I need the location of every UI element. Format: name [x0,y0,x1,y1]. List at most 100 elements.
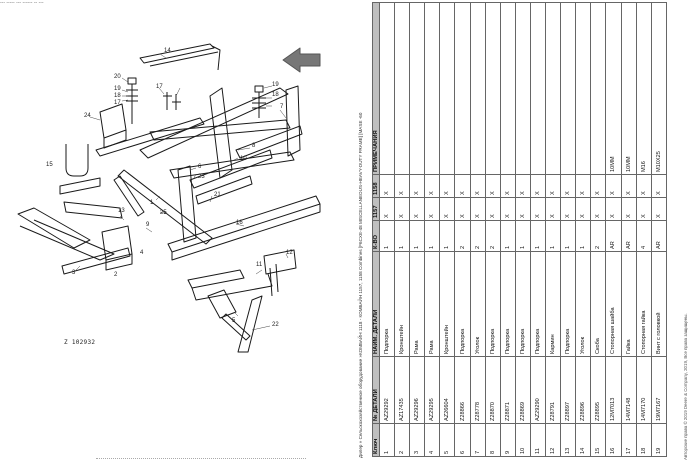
cell-notes [500,2,516,175]
cell-name: Подпорка [454,251,471,357]
cell-key: 16 [605,423,621,457]
cell-1157: X [454,197,471,221]
cell-part-no: 19M7167 [651,356,667,424]
cell-1158: X [530,174,546,198]
callout-4: 4 [140,250,144,256]
cell-notes [409,2,425,175]
cell-key: 1 [379,423,395,457]
page-bottom-edge [96,458,306,463]
callout-11: 11 [256,262,263,268]
cell-qty: 1 [409,220,425,252]
cell-part-no: AZ29295 [424,356,440,424]
cell-key: 19 [651,423,667,457]
exploded-frame-diagram: 14 20 19 18 17 17 19 18 24 15 7 8 10 6 2… [17,43,321,463]
parts-table-container: Ключ № ДЕТАЛИ НАИМ. ДЕТАЛИ К-ВО 1157 115… [372,2,667,457]
cell-key: 13 [560,423,576,457]
cell-part-no: Z28895 [590,356,606,424]
callout-16: 16 [236,220,243,226]
drawing-reference-code: Z 102932 [64,339,96,346]
cell-key: 17 [621,423,637,457]
cell-key: 10 [515,423,531,457]
cell-notes: 10MM [605,2,621,175]
cell-key: 18 [636,423,652,457]
cell-part-no: Z28869 [515,356,531,424]
cell-part-no: 12M7013 [605,356,621,424]
cell-qty: 1 [500,220,516,252]
cell-name: Кронштейн [394,251,410,357]
callout-12: 12 [286,250,293,256]
cell-qty: 1 [530,220,546,252]
cell-part-no: Z28870 [485,356,501,424]
header-name: НАИМ. ДЕТАЛИ [372,251,380,357]
parts-list-table: Ключ № ДЕТАЛИ НАИМ. ДЕТАЛИ К-ВО 1157 115… [372,2,667,457]
cell-1158: X [545,174,561,198]
cell-1157: X [621,197,637,221]
cell-key: 9 [500,423,516,457]
page-breadcrumb-header: Дилер » Сельскохозяйственное оборудовани… [358,112,363,458]
cell-name: Подпорка [530,251,546,357]
cell-part-no: Z28778 [470,356,486,424]
cell-key: 12 [545,423,561,457]
cell-part-no: Z28866 [454,356,471,424]
callout-2: 2 [114,272,118,278]
header-notes: ПРИМЕЧАНИЯ [372,2,380,175]
callout-23: 23 [198,174,205,180]
page-edge-scrap-text: --- ----- --- ------ -- --- [0,0,44,6]
cell-name: Рама [409,251,425,357]
callout-19: 19 [114,86,121,92]
cell-1158: X [394,174,410,198]
cell-qty: 1 [545,220,561,252]
cell-name: Подпорка [500,251,516,357]
cell-name: Кронштейн [439,251,455,357]
callout-10: 10 [240,156,247,162]
table-header-row: Ключ № ДЕТАЛИ НАИМ. ДЕТАЛИ К-ВО 1157 115… [372,2,380,457]
cell-1157: X [651,197,667,221]
cell-name: Рама [424,251,440,357]
cell-1158: X [515,174,531,198]
cell-name: Стопорная гайка [636,251,652,357]
header-key: Ключ [372,423,380,457]
cell-1157: X [560,197,576,221]
cell-part-no: AZ17435 [394,356,410,424]
cell-name: Уголок [575,251,591,357]
callout-17b: 17 [156,84,163,90]
cell-part-no: AZ29296 [409,356,425,424]
cell-key: 15 [590,423,606,457]
callout-13: 13 [118,208,125,214]
cell-key: 4 [424,423,440,457]
cell-1157: X [636,197,652,221]
direction-arrow-icon [282,47,321,73]
cell-1157: X [530,197,546,221]
cell-name: Гайка [621,251,637,357]
callout-1: 1 [150,200,154,206]
cell-part-no: AZ29292 [379,356,395,424]
cell-part-no: AZ29290 [530,356,546,424]
cell-1157: X [409,197,425,221]
callout-6: 6 [198,164,202,170]
cell-qty: 4 [636,220,652,252]
header-qty: К-ВО [372,220,380,252]
cell-1158: X [636,174,652,198]
cell-qty: 1 [394,220,410,252]
cell-1158: X [424,174,440,198]
cell-name: Подпорка [379,251,395,357]
callout-19b: 19 [272,82,279,88]
cell-key: 6 [454,423,471,457]
cell-part-no: AZ26604 [439,356,455,424]
cell-notes: M16 [636,2,652,175]
cell-key: 11 [530,423,546,457]
callout-25: 25 [160,210,167,216]
cell-key: 14 [575,423,591,457]
cell-qty: 1 [379,220,395,252]
cell-name: Винт с головкой [651,251,667,357]
cell-1158: X [379,174,395,198]
